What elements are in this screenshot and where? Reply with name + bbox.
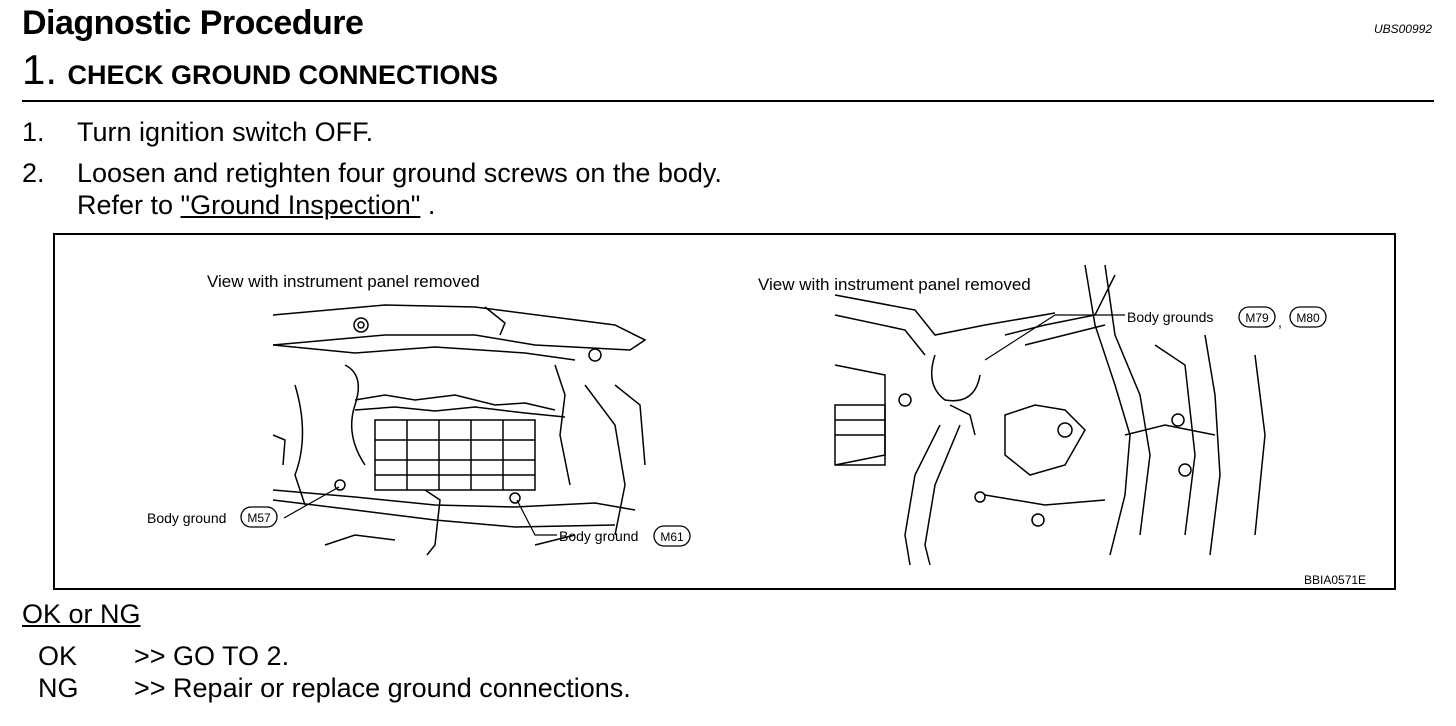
connector-oval-m61 (653, 525, 691, 547)
header-divider (22, 100, 1434, 102)
right-caption: View with instrument panel removed (758, 275, 1031, 294)
reference-prefix: Refer to (77, 190, 181, 220)
page-title: Diagnostic Procedure (22, 4, 364, 42)
ground-inspection-link[interactable]: "Ground Inspection" (180, 190, 421, 220)
ground-location-figure: View with instrument panel removed View … (53, 233, 1396, 590)
result-action: >> GO TO 2. (134, 641, 290, 671)
label-m80-connector: M80 (1296, 311, 1320, 325)
instruction-number: 1. (22, 117, 45, 147)
step-heading: 1. CHECK GROUND CONNECTIONS (22, 46, 498, 94)
label-m57-connector: M57 (247, 511, 271, 525)
label-m61-connector: M61 (660, 530, 684, 544)
label-m79-connector: M79 (1245, 311, 1269, 325)
instruction-number: 2. (22, 158, 45, 188)
left-caption: View with instrument panel removed (207, 272, 480, 291)
result-key: NG (38, 673, 79, 703)
result-row-ok: OK >> GO TO 2. (38, 641, 289, 672)
left-illustration (272, 304, 647, 556)
figure-drawing: View with instrument panel removed View … (147, 264, 1366, 587)
figure-id: BBIA0571E (1304, 573, 1366, 587)
instruction-text: Loosen and retighten four ground screws … (77, 158, 722, 188)
result-key: OK (38, 641, 78, 671)
result-action: >> Repair or replace ground connections. (134, 673, 631, 703)
result-heading: OK or NG (22, 599, 141, 629)
leader-m79 (984, 314, 1056, 361)
document-id: UBS00992 (1373, 22, 1432, 36)
connector-oval-m57 (240, 506, 278, 528)
instruction-reference: Refer to "Ground Inspection" . (77, 190, 435, 221)
reference-suffix: . (420, 190, 436, 220)
result-row-ng: NG >> Repair or replace ground connection… (38, 673, 631, 704)
connector-oval-m80 (1289, 306, 1327, 328)
label-m61-text: Body ground (559, 528, 638, 544)
step-number: 1. (22, 46, 58, 93)
label-m79-text: Body grounds (1127, 309, 1213, 325)
leader-m61 (516, 499, 557, 536)
instruction-2: 2. Loosen and retighten four ground screw… (22, 158, 722, 189)
leader-m57 (283, 486, 340, 519)
label-separator: , (1278, 314, 1282, 330)
label-m57-text: Body ground (147, 510, 226, 526)
instruction-1: 1. Turn ignition switch OFF. (22, 117, 373, 148)
instruction-text: Turn ignition switch OFF. (77, 117, 374, 147)
step-title: CHECK GROUND CONNECTIONS (67, 60, 498, 90)
connector-oval-m79 (1238, 306, 1276, 328)
